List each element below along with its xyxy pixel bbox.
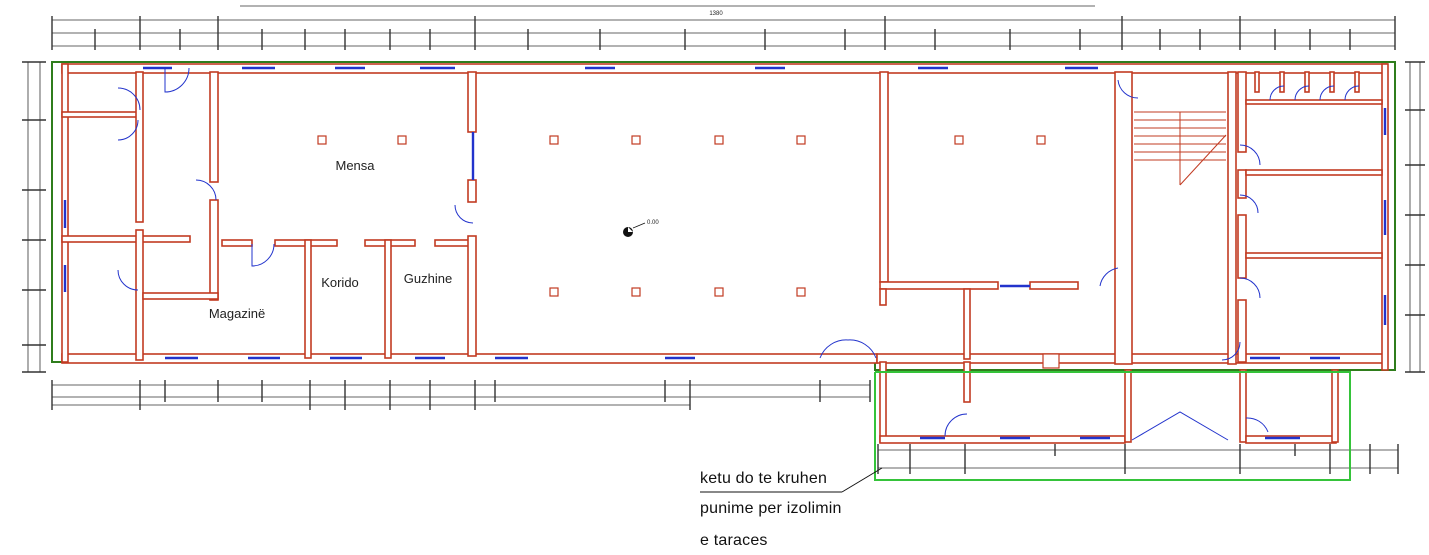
note-line-2: punime per izolimin	[700, 500, 842, 517]
building-outline	[51, 61, 1396, 371]
note-line-3: e taraces	[700, 532, 768, 549]
left-dimensions	[22, 61, 46, 373]
walls	[61, 63, 1389, 444]
overall-dimension-label: 1380	[709, 11, 723, 17]
note-line-1: ketu do te kruhen	[700, 470, 828, 487]
bottom-right-dimensions	[877, 444, 1399, 474]
columns	[317, 135, 1060, 369]
right-dimensions	[1405, 61, 1425, 373]
doors	[117, 67, 1360, 441]
room-label-guzhine: Guzhine	[404, 271, 452, 286]
top-dimensions	[51, 5, 1396, 50]
room-label-magazine: Magazinë	[209, 306, 265, 321]
level-marker-label: 0.00	[647, 220, 659, 226]
note-leader-line	[841, 467, 883, 493]
level-marker	[623, 222, 646, 237]
bottom-dimensions	[51, 380, 871, 410]
windows	[63, 66, 1387, 440]
staircase	[1134, 111, 1227, 186]
room-label-mensa: Mensa	[335, 158, 375, 173]
terrace-work-zone	[874, 371, 1351, 481]
room-label-korido: Korido	[321, 275, 359, 290]
